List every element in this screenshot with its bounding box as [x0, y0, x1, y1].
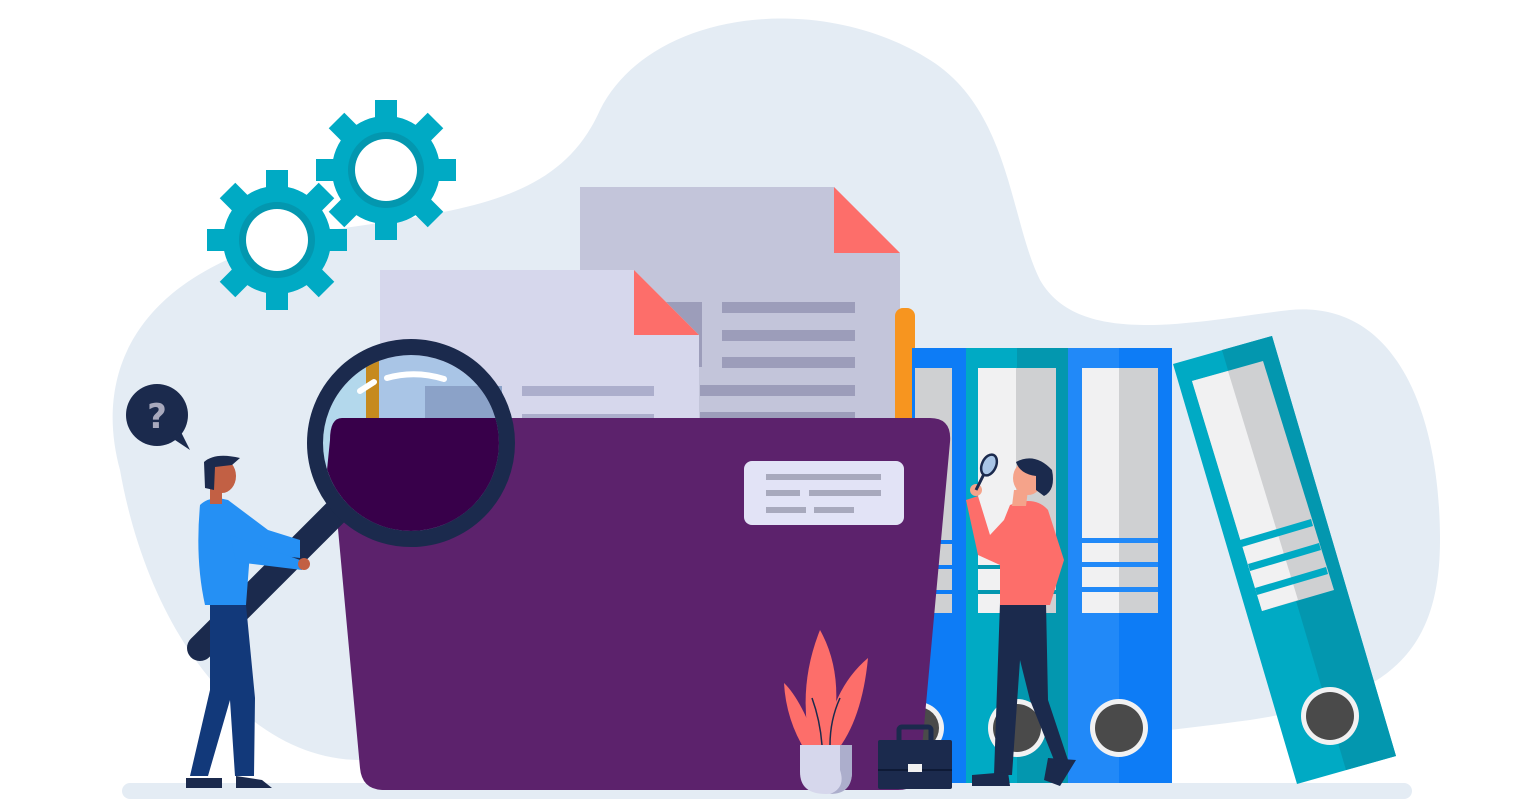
potted-plant	[784, 630, 868, 794]
speech-bubble-icon: ?	[126, 384, 190, 450]
folder-tab	[895, 308, 915, 428]
question-mark: ?	[147, 397, 167, 437]
gear-large-icon	[316, 100, 456, 240]
person-reading	[966, 453, 1076, 786]
magnifying-glass-icon	[187, 339, 515, 661]
binder-leaning	[1173, 336, 1396, 784]
briefcase-icon	[878, 724, 952, 789]
gear-small-icon	[207, 170, 347, 310]
person-with-magnifier	[186, 455, 310, 788]
binder-3	[1068, 348, 1172, 783]
